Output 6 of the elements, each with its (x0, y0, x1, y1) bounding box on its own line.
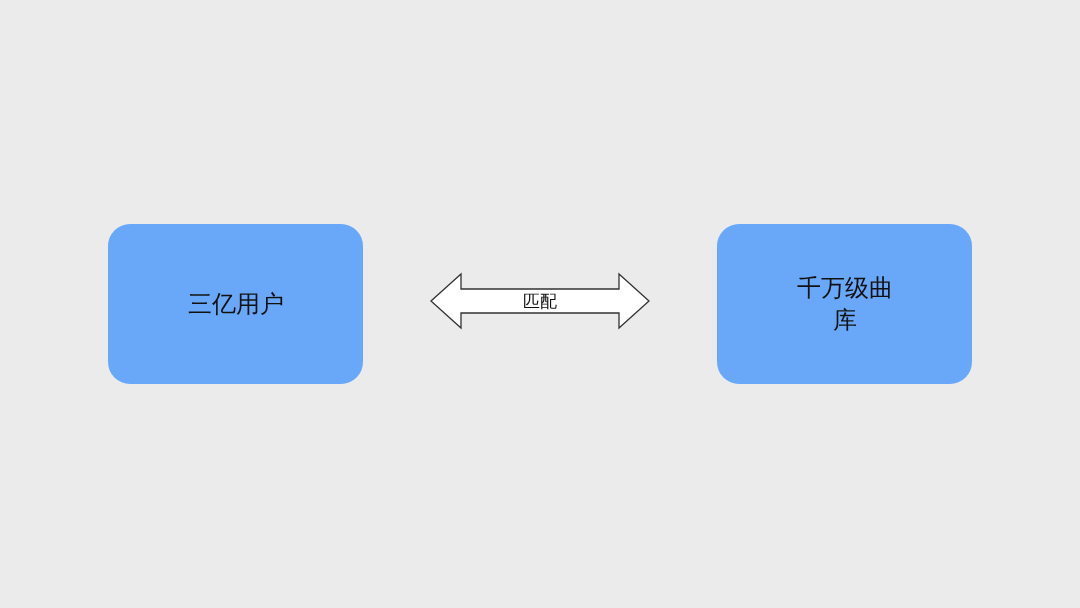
node-label: 三亿用户 (187, 288, 284, 320)
edge-label: 匹配 (523, 289, 557, 313)
node-label: 千万级曲库 (795, 272, 894, 336)
rounded-box (108, 224, 363, 384)
rounded-box (717, 224, 972, 384)
double-arrow (430, 272, 650, 330)
